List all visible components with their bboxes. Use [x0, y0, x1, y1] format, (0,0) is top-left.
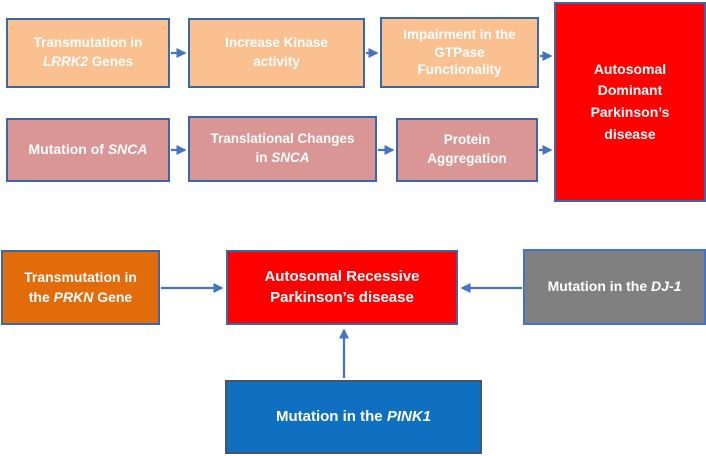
box-label-text: Autosomal [593, 60, 667, 77]
gene-name: PINK1 [386, 407, 431, 425]
box-pink1-mutation: Mutation in the PINK1 [225, 380, 482, 454]
box-label-text: Autosomal Recessive [264, 267, 420, 285]
box-label-text: Protein [443, 132, 491, 148]
box-label-text: Transmutation in [33, 35, 143, 51]
gene-name: SNCA [271, 150, 310, 165]
box-snca-mutation: Mutation of SNCA [6, 118, 170, 182]
box-label-text: Dominant [597, 82, 663, 99]
box-label-text: in [255, 150, 272, 165]
box-label-text: Functionality [417, 62, 502, 78]
box-label-text: Parkinson’s [590, 104, 670, 120]
box-label-text: disease [604, 125, 656, 142]
box-label-text: Genes [87, 54, 134, 69]
gene-name: LRRK2 [42, 54, 88, 69]
box-label-text: Parkinson’s disease [270, 288, 414, 306]
gene-name: DJ-1 [651, 278, 682, 295]
gene-name: SNCA [107, 141, 148, 158]
box-label-text: Gene [93, 288, 133, 305]
box-label-text: Aggregation [427, 151, 507, 166]
box-label-text: GTPase [434, 44, 485, 60]
box-increase-kinase-activity: Increase Kinase activity [188, 18, 365, 88]
box-label-text: Impairment in the [403, 27, 516, 43]
box-label-text: activity [253, 54, 300, 69]
box-label-text: Mutation in the [547, 278, 652, 295]
box-dj1-mutation: Mutation in the DJ-1 [523, 249, 706, 325]
box-translational-changes: Translational Changes in SNCA [188, 116, 377, 182]
box-lrrk2-transmutation: Transmutation in LRRK2 Genes [6, 18, 170, 88]
box-label-text: Increase Kinase [225, 35, 328, 51]
box-label-text: Mutation of [28, 141, 108, 158]
gene-name: PRKN [53, 288, 94, 305]
box-label-text: Translational Changes [210, 131, 355, 147]
box-label-text: Transmutation in [24, 269, 137, 286]
box-prkn-transmutation: Transmutation in the PRKN Gene [1, 250, 160, 325]
box-label-text: the [28, 288, 54, 305]
box-label-text: Mutation in the [275, 407, 387, 425]
